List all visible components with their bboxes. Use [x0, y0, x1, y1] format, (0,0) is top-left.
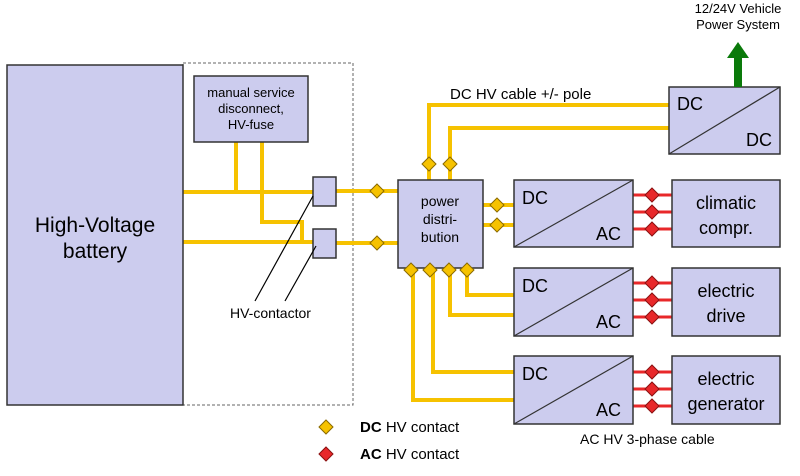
pd-label-line2: distri- — [423, 211, 458, 227]
inv1-dc-label: DC — [522, 188, 548, 208]
ac-contact-icon — [644, 292, 660, 308]
inv1-ac-label: AC — [596, 224, 621, 244]
power-distribution: power distri- bution — [397, 179, 484, 269]
inv2-dc-label: DC — [522, 276, 548, 296]
inv3-dc-label: DC — [522, 364, 548, 384]
climatic-compressor: climatic compr. — [671, 179, 781, 248]
inv2-ac-label: AC — [596, 312, 621, 332]
manual-service-disconnect: manual service disconnect, HV-fuse — [193, 75, 309, 143]
vehicle-power-arrow — [727, 42, 749, 87]
inv3-ac-label: AC — [596, 400, 621, 420]
ac-contact-icon — [644, 187, 660, 203]
legend: DC HV contact AC HV contact — [318, 419, 460, 463]
legend-dc-label: DC HV contact — [360, 419, 460, 436]
ac-contacts — [644, 187, 660, 414]
dc-cable-label: DC HV cable +/- pole — [450, 86, 591, 103]
pd-label-line3: bution — [421, 229, 459, 245]
vehicle-label-line1: 12/24V Vehicle — [695, 1, 782, 16]
dc-contact-icon — [369, 183, 385, 199]
legend-dc-icon — [318, 419, 334, 435]
ac-contact-icon — [644, 204, 660, 220]
dc-contact-icon — [421, 156, 437, 172]
drive-label-line1: electric — [697, 281, 754, 301]
gen-label-line2: generator — [687, 394, 764, 414]
climatic-label-line1: climatic — [696, 193, 756, 213]
dc-contact-icon — [442, 156, 458, 172]
hv-contactor-label: HV-contactor — [230, 305, 311, 321]
electric-generator: electric generator — [671, 355, 781, 425]
battery-label-line2: battery — [63, 240, 128, 263]
gen-label-line1: electric — [697, 369, 754, 389]
dc-contact-icon — [489, 217, 505, 233]
ac-contact-icon — [644, 398, 660, 414]
battery-label-line1: High-Voltage — [35, 214, 155, 237]
ac-contact-icon — [644, 381, 660, 397]
legend-ac-label: AC HV contact — [360, 446, 460, 463]
pd-label-line1: power — [421, 193, 459, 209]
climatic-label-line2: compr. — [699, 218, 753, 238]
ac-contact-icon — [644, 309, 660, 325]
dcdc-dc-out-label: DC — [746, 130, 772, 150]
dc-contact-icon — [369, 235, 385, 251]
electric-drive: electric drive — [671, 267, 781, 337]
ac-cable-label: AC HV 3-phase cable — [580, 431, 715, 447]
ac-contact-icon — [644, 275, 660, 291]
dcdc-dc-in-label: DC — [677, 94, 703, 114]
hv-contactors: HV-contactor — [230, 176, 337, 321]
msd-label-line2: disconnect, — [218, 101, 284, 116]
dc-contact-icon — [489, 197, 505, 213]
ac-contact-icon — [644, 364, 660, 380]
inverter-drive: DC AC — [513, 267, 634, 337]
ac-contact-icon — [644, 221, 660, 237]
inverter-generator: DC AC — [513, 355, 634, 425]
dc-dc-converter: DC DC — [668, 86, 781, 155]
msd-label-line3: HV-fuse — [228, 117, 274, 132]
vehicle-label-line2: Power System — [696, 17, 780, 32]
legend-ac-icon — [318, 446, 334, 462]
inverter-climatic: DC AC — [513, 179, 634, 248]
high-voltage-battery: High-Voltage battery — [6, 64, 184, 406]
msd-label-line1: manual service — [207, 85, 294, 100]
drive-label-line2: drive — [706, 306, 745, 326]
